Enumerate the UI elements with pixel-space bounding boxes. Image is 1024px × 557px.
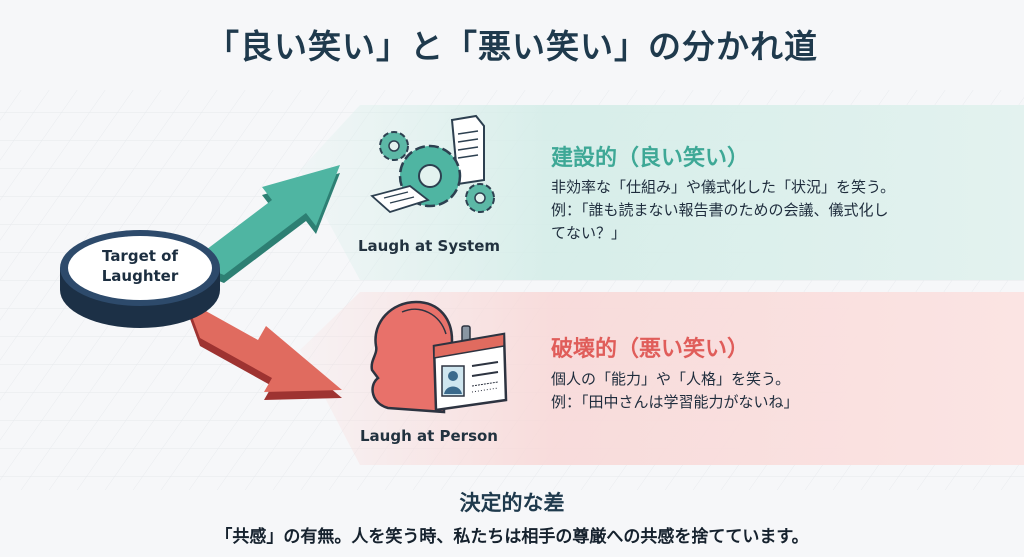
difference-title: 決定的な差 — [459, 491, 565, 515]
center-label-line1: Target of — [102, 247, 178, 265]
difference-body: 「共感」の有無。人を笑う時、私たちは相手の尊厳への共感を捨てています。 — [215, 527, 809, 547]
constructive-line-2: 例：「誰も読まない報告書のための会議、儀式化し — [551, 201, 889, 219]
constructive-heading: 建設的（良い笑い） — [551, 146, 750, 171]
laugh-at-person-caption: Laugh at Person — [360, 427, 498, 445]
head-id-card-icon — [370, 300, 508, 414]
target-of-laughter-disk: Target of Laughter — [60, 230, 220, 328]
up-arrow — [190, 165, 340, 283]
destructive-description: 個人の「能力」や「人格」を笑う。 例：「田中さんは学習能力がないね」 — [551, 368, 981, 414]
page-title: 「良い笑い」と「悪い笑い」の分かれ道 — [206, 27, 818, 66]
laugh-at-system-caption: Laugh at System — [358, 237, 500, 255]
destructive-line-2: 例：「田中さんは学習能力がないね」 — [551, 393, 799, 411]
destructive-band — [300, 292, 1024, 465]
destructive-heading: 破壊的（悪い笑い） — [551, 337, 750, 362]
constructive-description: 非効率な「仕組み」や儀式化した「状況」を笑う。 例：「誰も読まない報告書のための… — [551, 176, 981, 245]
destructive-line-1: 個人の「能力」や「人格」を笑う。 — [551, 370, 791, 388]
down-arrow — [186, 300, 342, 400]
constructive-line-3: てない？」 — [551, 224, 627, 242]
gears-document-icon — [370, 114, 495, 214]
center-label-line2: Laughter — [102, 267, 179, 285]
constructive-line-1: 非効率な「仕組み」や儀式化した「状況」を笑う。 — [551, 178, 896, 196]
